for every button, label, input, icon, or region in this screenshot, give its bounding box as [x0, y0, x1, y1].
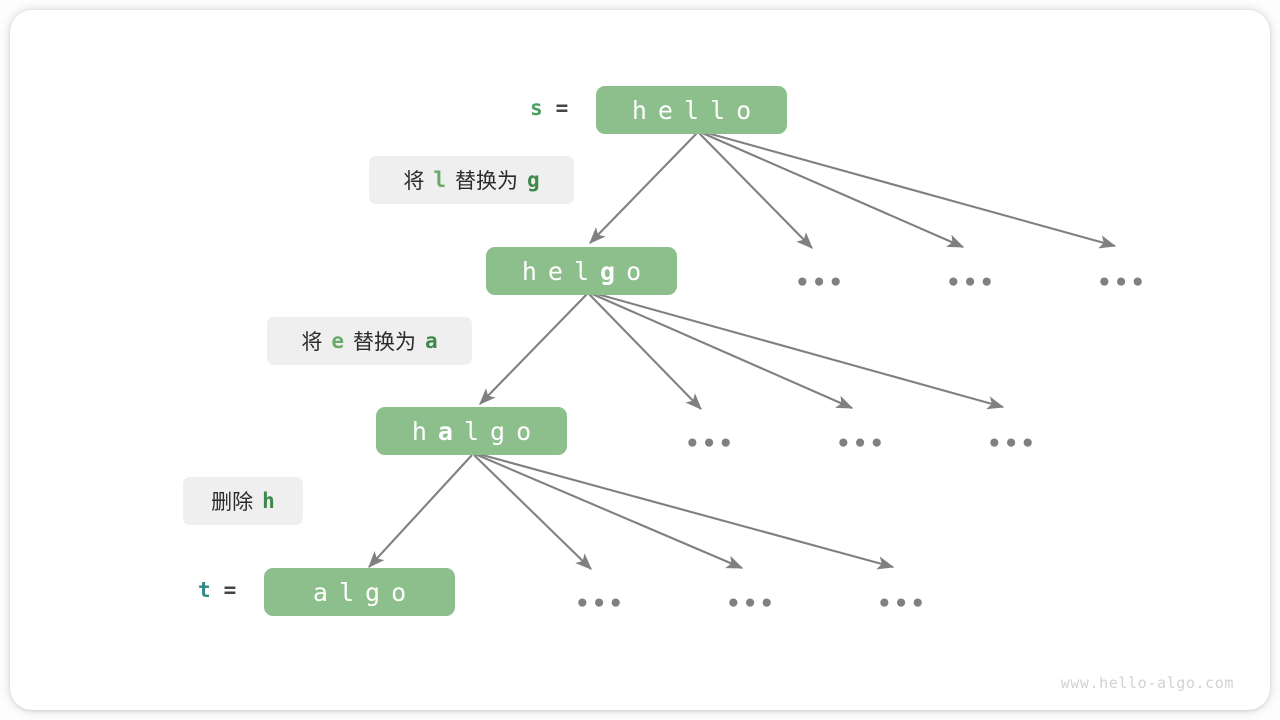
- ellipsis-row1-1: •••: [795, 270, 846, 296]
- equals-sign-t: =: [223, 578, 237, 602]
- watermark: www.hello-algo.com: [1060, 674, 1234, 692]
- ellipsis-row3-3: •••: [877, 591, 928, 617]
- node-helgo-text: helgo: [521, 256, 653, 286]
- ellipsis-row2-3: •••: [987, 431, 1038, 457]
- equals-sign-s: =: [555, 96, 569, 120]
- ellipsis-row3-1: •••: [575, 591, 626, 617]
- ellipsis-row1-2: •••: [946, 270, 997, 296]
- operation-replace-l-with-g: 将 l 替换为 g: [369, 156, 574, 204]
- variable-label-t: t =: [198, 578, 236, 602]
- node-algo[interactable]: algo: [264, 568, 455, 616]
- op1-to-char: g: [527, 168, 540, 192]
- op1-from-char: l: [433, 168, 446, 192]
- ellipsis-row2-2: •••: [836, 431, 887, 457]
- op2-middle: 替换为: [353, 330, 416, 354]
- op1-prefix: 将: [403, 169, 425, 193]
- operation-delete-h: 删除 h: [183, 477, 303, 525]
- node-halgo-text: halgo: [411, 416, 543, 446]
- op2-to-char: a: [425, 329, 438, 353]
- op2-prefix: 将: [301, 330, 323, 354]
- node-hello-text: hello: [631, 95, 763, 125]
- variable-name-s: s: [530, 96, 543, 120]
- node-algo-text: algo: [312, 577, 418, 607]
- ellipsis-row3-2: •••: [726, 591, 777, 617]
- ellipsis-row1-3: •••: [1097, 270, 1148, 296]
- node-helgo[interactable]: helgo: [486, 247, 677, 295]
- ellipsis-row2-1: •••: [685, 431, 736, 457]
- operation-replace-e-with-a: 将 e 替换为 a: [267, 317, 472, 365]
- op3-prefix: 删除: [211, 490, 254, 514]
- node-halgo[interactable]: halgo: [376, 407, 567, 455]
- node-hello[interactable]: hello: [596, 86, 787, 134]
- variable-name-t: t: [198, 578, 211, 602]
- op3-from-char: h: [262, 489, 275, 513]
- op1-middle: 替换为: [455, 169, 518, 193]
- variable-label-s: s =: [530, 96, 568, 120]
- op2-from-char: e: [331, 329, 344, 353]
